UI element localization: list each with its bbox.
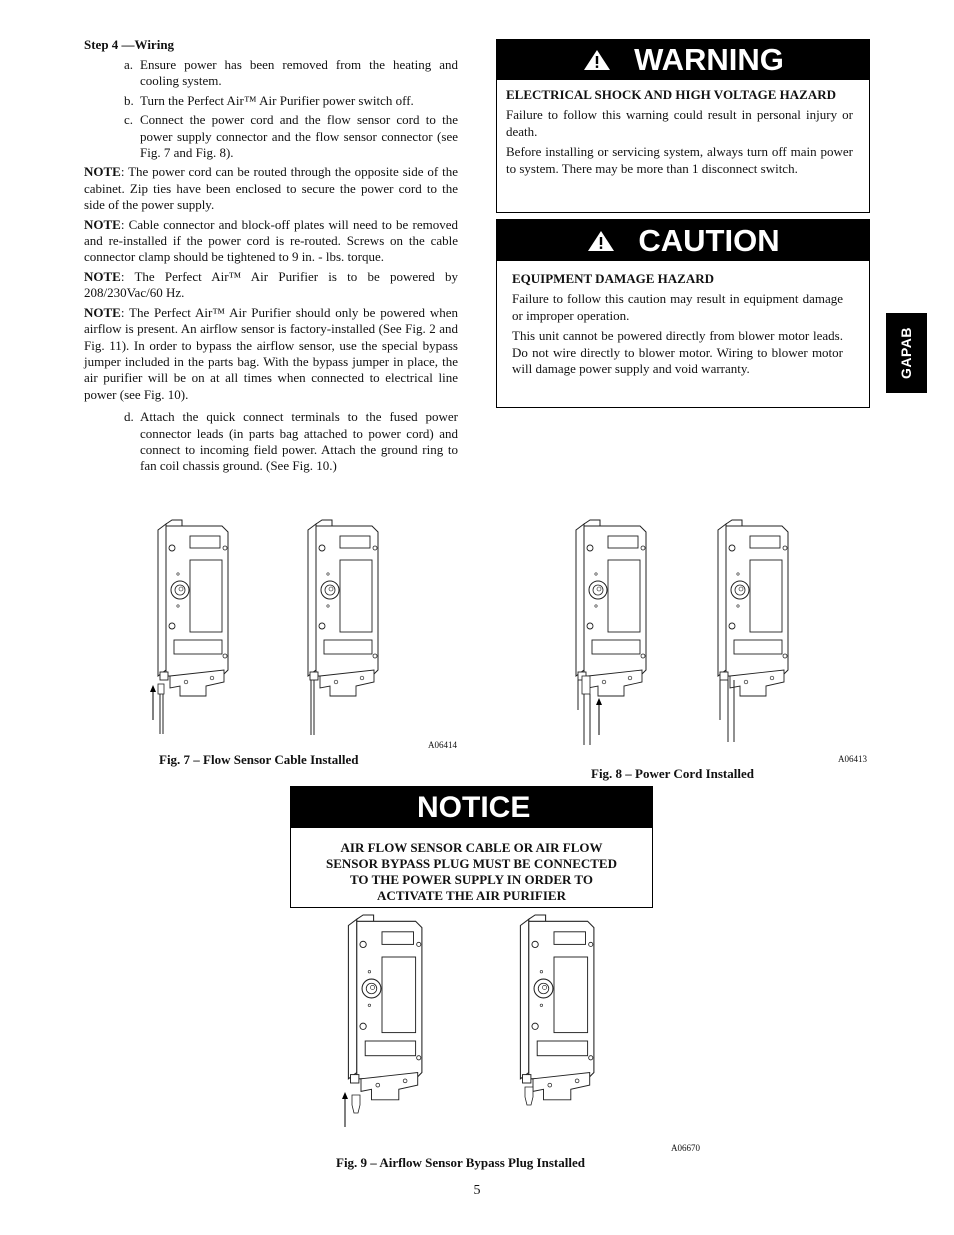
note-text: : Cable connector and block-off plates w… [84,216,458,265]
list-marker: b. [124,92,134,108]
warning-hazard: ELECTRICAL SHOCK AND HIGH VOLTAGE HAZARD [506,87,836,102]
list-item-text: Connect the power cord and the flow sens… [140,112,458,161]
figure-caption: Fig. 9 – Airflow Sensor Bypass Plug Inst… [336,1155,585,1170]
arrow-up-icon [150,685,156,692]
list-marker: a. [124,57,134,72]
caution-header: CAUTION [497,220,869,261]
figure-caption: Fig. 7 – Flow Sensor Cable Installed [159,752,359,767]
fig8-device-before [575,519,647,745]
notice-line: SENSOR BYPASS PLUG MUST BE CONNECTED [326,856,617,871]
step-title: Step 4 —Wiring [84,37,175,52]
list-item: b. Turn the Perfect Air™ Air Purifier po… [84,93,458,109]
notice-line: AIR FLOW SENSOR CABLE OR AIR FLOW [340,840,603,855]
warning-paragraph: Before installing or servicing system, a… [506,144,853,176]
figure-code: A06670 [671,1143,700,1153]
list-item-text: Attach the quick connect terminals to th… [140,409,458,474]
arrow-up-icon [596,698,602,705]
list-item-text: Ensure power has been removed from the h… [140,57,458,89]
notice-body: AIR FLOW SENSOR CABLE OR AIR FLOW SENSOR… [291,828,652,904]
bypass-plug-icon [351,1094,361,1114]
note-paragraph: NOTE: Cable connector and block-off plat… [84,217,458,266]
list-item-text: Turn the Perfect Air™ Air Purifier power… [140,92,414,108]
caution-body: EQUIPMENT DAMAGE HAZARD Failure to follo… [497,261,869,377]
note-label: NOTE [84,216,121,232]
note-label: NOTE [84,268,121,284]
list-marker: c. [124,112,134,128]
fig7-device-before [150,519,229,734]
list-item: a. Ensure power has been removed from th… [84,57,458,90]
note-label: NOTE [84,304,121,320]
caution-box: CAUTION EQUIPMENT DAMAGE HAZARD Failure … [496,219,870,408]
step-content: a. Ensure power has been removed from th… [84,57,458,478]
warning-triangle-icon [588,230,615,251]
note-paragraph: NOTE: The power cord can be routed throu… [84,164,458,213]
figure-code: A06414 [428,740,457,750]
notice-line: TO THE POWER SUPPLY IN ORDER TO [350,872,593,887]
note-text: : The Perfect Air™ Air Purifier should o… [84,304,458,402]
warning-header: WARNING [497,40,869,80]
fig8-device-after [717,519,789,742]
caution-hazard: EQUIPMENT DAMAGE HAZARD [512,271,714,286]
fig7-device-after [307,519,379,735]
note-label: NOTE [84,164,121,180]
figure-code: A06413 [838,754,867,764]
list-item: d. Attach the quick connect terminals to… [84,409,458,475]
warning-paragraph: Failure to follow this warning could res… [506,107,853,139]
notice-line: ACTIVATE THE AIR PURIFIER [377,888,566,903]
notice-header: NOTICE [291,787,652,828]
note-text: : The power cord can be routed through t… [84,164,458,213]
note-paragraph: NOTE: The Perfect Air™ Air Purifier shou… [84,305,458,403]
note-text: : The Perfect Air™ Air Purifier is to be… [84,268,458,301]
fig9-device-after [519,914,595,1106]
caution-paragraph: Failure to follow this caution may resul… [512,291,843,323]
caution-title: CAUTION [638,222,780,258]
section-side-tab: GAPAB [886,313,927,393]
warning-title: WARNING [634,42,784,77]
warning-triangle-icon [584,50,611,70]
caution-paragraph: This unit cannot be powered directly fro… [512,328,843,377]
figure-caption: Fig. 8 – Power Cord Installed [591,766,754,781]
arrow-up-icon [342,1092,348,1099]
list-marker: d. [124,409,134,425]
fig9-device-before [342,914,423,1127]
note-paragraph: NOTE: The Perfect Air™ Air Purifier is t… [84,269,458,302]
warning-box: WARNING ELECTRICAL SHOCK AND HIGH VOLTAG… [496,39,870,213]
list-item: c. Connect the power cord and the flow s… [84,112,458,161]
warning-body: ELECTRICAL SHOCK AND HIGH VOLTAGE HAZARD… [497,80,869,177]
notice-box: NOTICE AIR FLOW SENSOR CABLE OR AIR FLOW… [290,786,653,908]
notice-title: NOTICE [417,790,531,824]
bypass-plug-icon [524,1086,534,1106]
page-number: 5 [473,1183,481,1198]
side-tab-label: GAPAB [898,326,915,380]
